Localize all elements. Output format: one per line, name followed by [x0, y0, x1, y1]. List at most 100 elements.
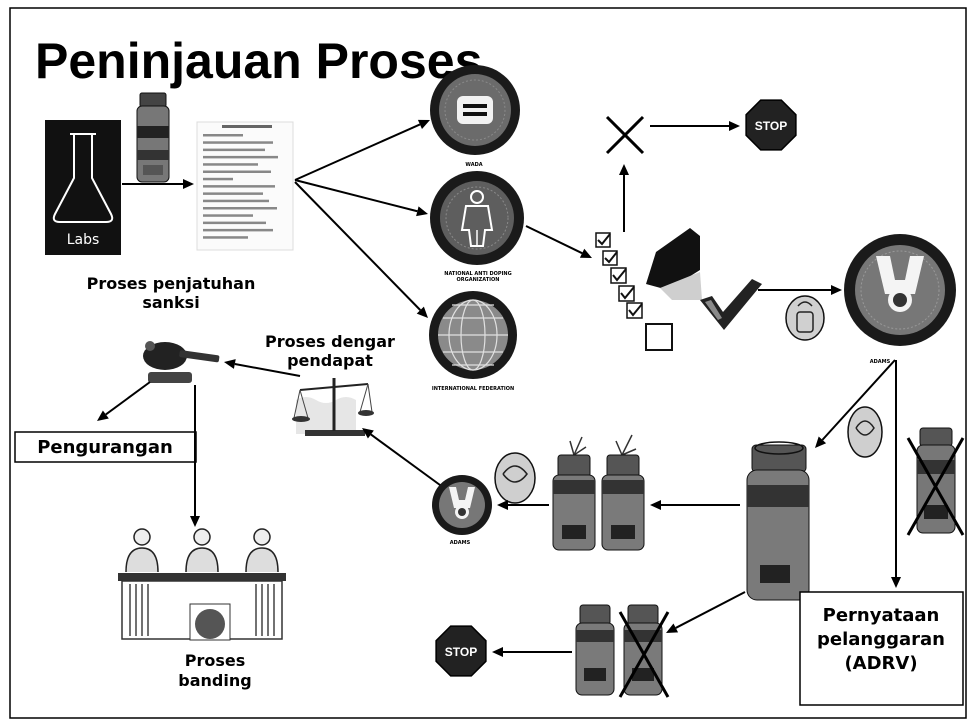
report-text-line [203, 199, 269, 203]
reduction-label: Pengurangan [37, 437, 173, 458]
report-document-icon [196, 121, 294, 251]
adams-main-caption: ADAMS [870, 359, 891, 365]
report-text-line [203, 192, 263, 195]
crossed-bottle-icon [906, 427, 965, 536]
arrow-report-to-ifed [294, 181, 428, 318]
wada-caption: WADA [465, 162, 482, 168]
arrow-line [821, 359, 896, 441]
arrow-approve-to-adams [758, 285, 842, 295]
adrv-label-line3: (ADRV) [844, 653, 917, 674]
appeal-label-line2: banding [178, 671, 251, 690]
arrow-gavel-to-appeal [190, 385, 200, 527]
sample-oval-icon [785, 295, 825, 341]
arrow-head [190, 516, 200, 527]
arrow-head [417, 119, 430, 130]
checkbox-checked [595, 232, 611, 248]
arrow-head [97, 410, 109, 421]
bottle-pair-icon [552, 434, 645, 551]
report-text-line [203, 177, 233, 181]
appeal-label-line1: Proses [185, 651, 246, 670]
adrv-box [799, 591, 964, 706]
arrow-adams-to-bottle [815, 359, 896, 448]
arrow-report-to-wada [294, 119, 430, 181]
arrow-head [831, 285, 842, 295]
hearing-label-line2: pendapat [287, 351, 373, 370]
arrow-head [729, 121, 740, 131]
nado-caption-line1: NATIONAL ANTI DOPING [444, 271, 511, 277]
adrv-label-line2: pelanggaran [817, 629, 945, 650]
arrow-head [416, 306, 428, 318]
arrow-hearing-to-gavel [224, 359, 301, 377]
arrow-line [294, 181, 422, 311]
report-text-line [203, 236, 248, 239]
reduction-box [14, 431, 197, 463]
sample-oval-icon [494, 452, 536, 504]
arrow-bottle-to-bottle-pair [650, 500, 740, 510]
arrow-layer [97, 119, 901, 657]
arrow-line [294, 179, 418, 213]
arrow-adams-to-hearing [362, 428, 441, 486]
arrow-line [294, 123, 421, 181]
arrow-line [234, 363, 301, 377]
report-text-line [203, 228, 273, 232]
checkbox-checked [618, 285, 635, 302]
big-bottle-icon [746, 441, 810, 601]
arrow-line [525, 225, 583, 255]
report-text-line [203, 148, 265, 152]
report-text-line [203, 207, 277, 210]
sanction-process-label-line2: sanksi [142, 293, 199, 312]
report-text-line [203, 163, 258, 166]
checklist-icon [595, 232, 673, 351]
arrow-head [224, 359, 236, 369]
adams-logo-icon [844, 234, 956, 346]
report-text-line [203, 221, 266, 225]
adams-logo-icon [432, 475, 492, 535]
stop-bottom-label: STOP [445, 645, 477, 659]
adams-small-caption: ADAMS [450, 540, 471, 546]
stop-sign-icon: STOP [435, 625, 487, 677]
slide-frame [9, 7, 967, 719]
gavel-icon [143, 341, 220, 383]
arrow-labs-to-report [122, 179, 194, 189]
checkbox-checked [610, 267, 627, 284]
sample-bottle-icon [136, 92, 170, 183]
bottle-pair-crossed-icon [575, 604, 670, 698]
stop-top-label: STOP [755, 119, 787, 133]
x-mark-icon [605, 115, 645, 155]
arrow-head [815, 436, 827, 448]
checkbox-empty [645, 323, 673, 351]
flask-icon [45, 120, 121, 255]
nado-caption-line2: ORGANIZATION [457, 277, 500, 283]
globe-logo-icon [429, 291, 517, 379]
checkmark-icon [700, 279, 762, 330]
arrow-reject-to-stop [650, 121, 740, 131]
arrow-head [650, 500, 661, 510]
arrow-head [619, 164, 629, 175]
hearing-label-line1: Proses dengar [265, 332, 395, 351]
report-text-line [203, 185, 275, 188]
arrow-head [579, 248, 592, 258]
report-text-line [203, 155, 278, 159]
arrow-head [492, 647, 503, 657]
arrow-head [362, 428, 374, 439]
sanction-process-label-line1: Proses penjatuhan [87, 274, 256, 293]
arrow-head [891, 577, 901, 588]
wada-logo-icon [430, 65, 520, 155]
report-text-line [203, 134, 243, 137]
arrow-nado-to-checklist [525, 225, 592, 258]
arrow-crossed-pair-to-stop [492, 647, 572, 657]
checkbox-checked [602, 250, 618, 266]
arrow-head [666, 623, 679, 633]
nado-logo-icon [430, 171, 524, 265]
report-text-line [203, 170, 271, 173]
slide-title: Peninjauan Proses [35, 33, 482, 89]
arrow-gavel-to-reduction [97, 381, 151, 421]
labs-label: Labs [67, 232, 100, 248]
report-text-line [203, 214, 253, 217]
arrow-head [183, 179, 194, 189]
arrow-bottle-pair-to-adams [497, 500, 549, 510]
arrow-checklist-to-reject [619, 164, 629, 232]
marker-pen-icon [646, 228, 702, 300]
adrv-label-line1: Pernyataan [823, 605, 940, 626]
